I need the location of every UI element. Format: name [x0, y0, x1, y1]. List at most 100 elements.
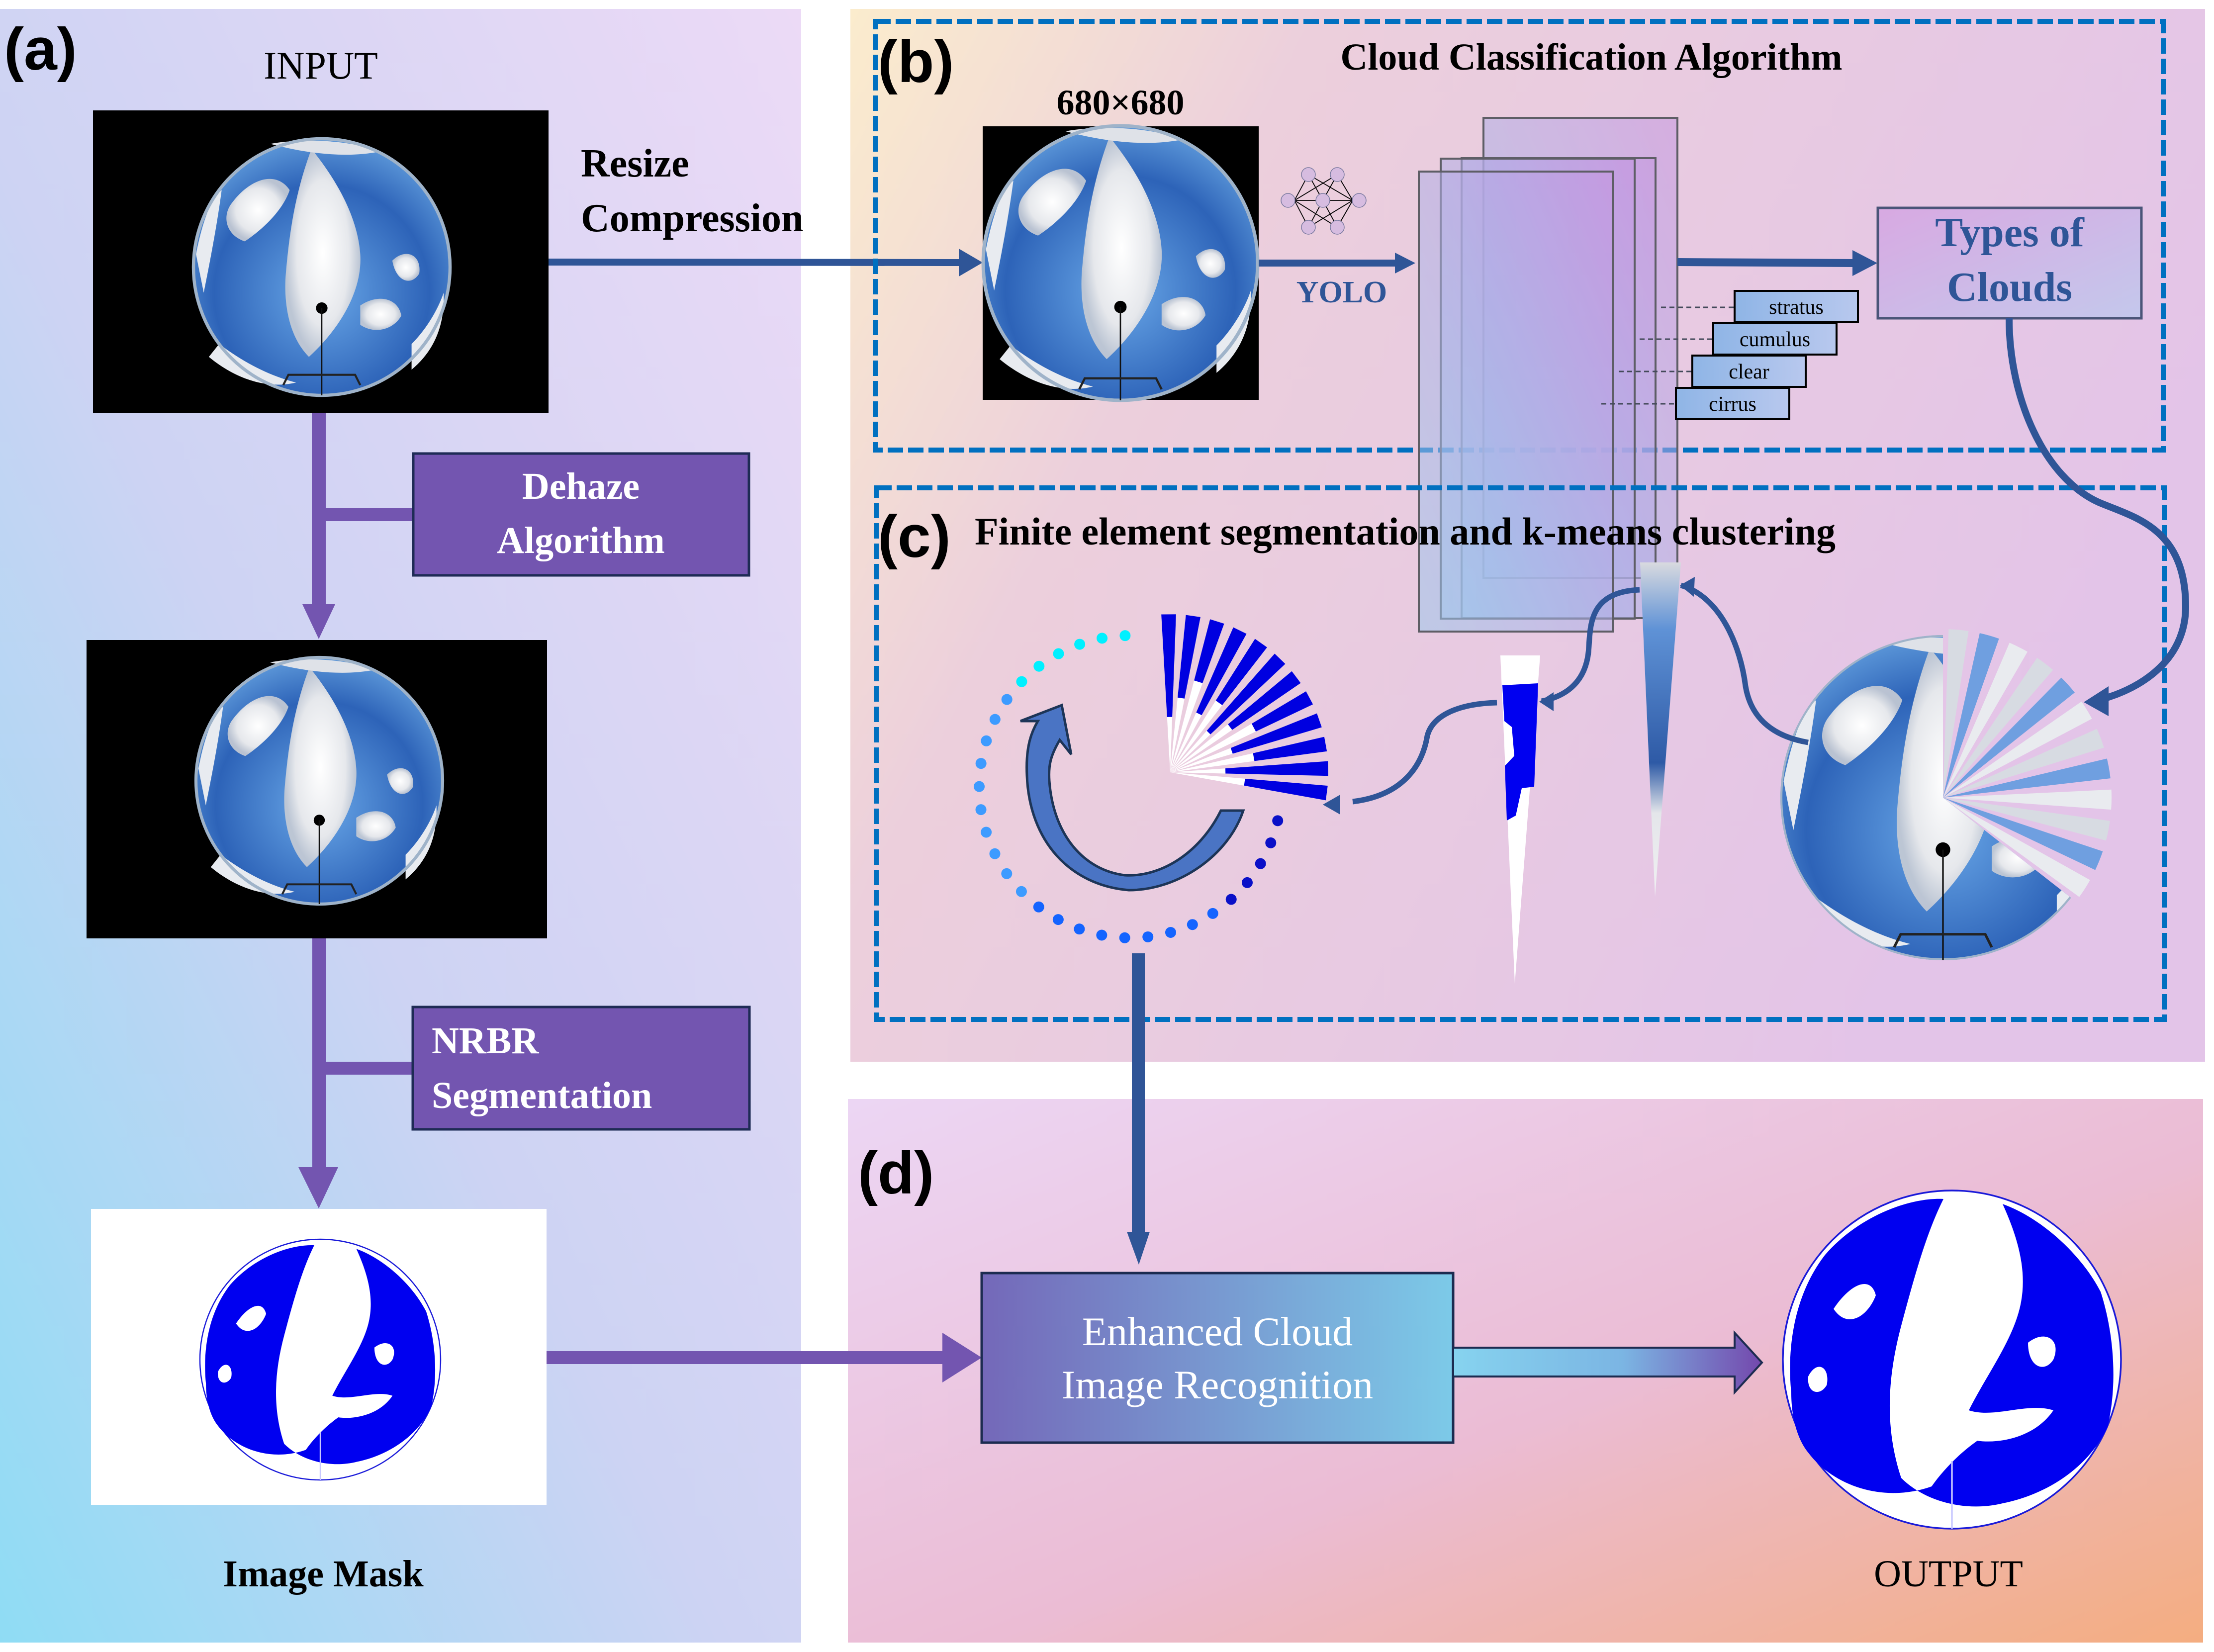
dehaze-connector: [302, 413, 413, 639]
cluster-to-enhanced-arrow: [1132, 953, 1145, 1232]
cluster-dot: [1052, 914, 1064, 925]
enhanced-recognition-box: Enhanced Cloud Image Recognition: [980, 1272, 1455, 1444]
image-mask-label: Image Mask: [223, 1553, 424, 1595]
neural-network-icon: [1281, 167, 1367, 235]
cluster-dot: [975, 758, 987, 769]
arrow-right-icon: [1395, 253, 1415, 274]
mask-sector-fan: [1161, 614, 1328, 801]
output-label: OUTPUT: [1874, 1553, 2023, 1595]
cluster-dot: [1033, 901, 1044, 913]
panel-b: (b) Cloud Classification Algorithm 680×6…: [873, 19, 2166, 633]
cluster-dot: [975, 804, 987, 816]
sky-sector-wedge: [1640, 562, 1681, 897]
cluster-dot: [1142, 931, 1154, 942]
panel-a: (a) INPUT Dehaze Algorithm: [0, 9, 803, 1643]
resize-label-line1: Resize: [581, 142, 689, 185]
image-size-label: 680×680: [1056, 83, 1184, 122]
class-tag-cumulus: [1712, 322, 1838, 356]
nrbr-label-line2: Segmentation: [432, 1075, 652, 1116]
mask-fan-slice: [1170, 627, 1247, 772]
dehaze-algorithm-box: Dehaze Algorithm: [412, 452, 750, 577]
mask-to-enhanced-arrow: [547, 1351, 947, 1364]
arrow-right-icon: [942, 1333, 982, 1382]
resized-image: [983, 126, 1259, 400]
fisheye-sector-slice: [1943, 701, 2092, 798]
cluster-dot: [1074, 923, 1085, 935]
block-arrow-icon: [1452, 1330, 1763, 1395]
panel-c-letter: (c): [878, 503, 951, 570]
types-of-clouds-box: Types of Clouds: [1876, 206, 2143, 320]
fisheye-sector-slice: [1943, 657, 2053, 798]
cluster-dot: [981, 826, 992, 838]
nrbr-segmentation-box: NRBR Segmentation: [411, 1006, 751, 1131]
panel-b-dashed-border: [873, 19, 2166, 453]
cluster-dot: [1187, 919, 1198, 930]
mask-fan-slice: [1170, 713, 1322, 772]
arrow-right-icon: [1852, 250, 1877, 276]
cluster-dot: [1207, 908, 1218, 919]
cluster-dot: [1272, 815, 1284, 826]
arrow-left-icon: [1680, 577, 1695, 597]
mask-fan-slice: [1170, 653, 1286, 772]
fisheye-sector-slice: [1943, 629, 1969, 798]
nrbr-connector: [298, 938, 413, 1208]
mask-sector-wedge: [1500, 655, 1540, 984]
fisheye-sector-slice: [1943, 642, 2028, 798]
panel-b-letter: (b): [878, 28, 954, 95]
types-label-line2: Clouds: [1947, 264, 2072, 310]
enhanced-label-line2: Image Recognition: [1062, 1362, 1373, 1407]
cluster-dot: [1225, 894, 1237, 905]
dehaze-label-line2: Algorithm: [497, 520, 665, 561]
panel-d-letter: (d): [858, 1140, 934, 1206]
enhanced-label-line1: Enhanced Cloud: [1082, 1309, 1353, 1354]
panel-c-dashed-border: [874, 485, 2167, 1022]
fisheye-sector-slice: [1943, 798, 2090, 897]
fisheye-sector-slice: [1943, 677, 2075, 798]
arrow-left-icon: [1539, 692, 1554, 711]
fisheye-sector-slice: [1943, 758, 2111, 798]
class-tag-stratus: [1734, 290, 1859, 323]
segmented-fisheye: [1780, 629, 2112, 960]
input-label: INPUT: [264, 44, 378, 87]
fisheye-to-wedge-curve: [1680, 582, 1809, 745]
class-tags: stratus cumulus clear cirrus: [1601, 290, 1859, 420]
cluster-dot: [1033, 660, 1045, 672]
cluster-dot: [981, 735, 992, 746]
resize-label-line2: Compression: [581, 196, 803, 240]
class-tag-cumulus-label: cumulus: [1740, 328, 1810, 351]
mask-fan-slice: [1170, 772, 1328, 801]
panel-a-letter: (a): [4, 16, 77, 83]
cluster-dot: [1053, 648, 1064, 659]
class-tag-stratus-label: stratus: [1769, 296, 1824, 319]
mask-fan-slice: [1170, 619, 1224, 772]
kmeans-cluster-ring: [974, 630, 1284, 943]
rotate-arrow-icon: [1020, 703, 1245, 892]
cluster-dot: [1096, 929, 1107, 941]
fisheye-sector-slice: [1943, 789, 2112, 810]
arrow-left-icon: [2084, 686, 2109, 716]
cluster-dot: [1241, 877, 1253, 888]
cluster-dot: [1001, 868, 1013, 879]
dehaze-label-line1: Dehaze: [522, 465, 640, 507]
mask-fan-slice: [1161, 614, 1176, 772]
panel-c-title: Finite element segmentation and k-means …: [975, 510, 1836, 553]
input-image: [93, 110, 549, 413]
cluster-dot: [989, 714, 1001, 725]
mask-fan-slice: [1170, 615, 1200, 772]
types-to-segmentation-curve: [2006, 318, 2190, 705]
arrow-down-icon: [1127, 1232, 1150, 1265]
feature-map-stack: [1418, 117, 1678, 633]
arrow-down-icon: [302, 604, 335, 639]
mask-fan-slice: [1170, 761, 1328, 776]
output-mask-image: [1782, 1190, 2122, 1530]
dehazed-image: [87, 640, 547, 938]
cluster-dot: [1097, 633, 1108, 644]
types-label-line1: Types of: [1935, 209, 2084, 256]
mask-fan-slice: [1170, 671, 1301, 772]
arrow-down-icon: [298, 1167, 338, 1208]
cluster-dot: [1016, 676, 1027, 687]
mask-fan-slice: [1170, 639, 1267, 772]
mask-to-fan-curve: [1352, 700, 1497, 805]
panel-b-title: Cloud Classification Algorithm: [1340, 36, 1842, 78]
